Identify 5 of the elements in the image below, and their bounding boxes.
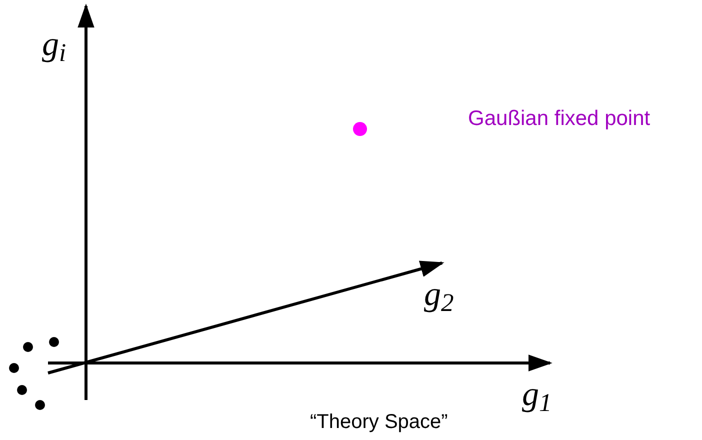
point-label: Gaußian fixed point <box>468 108 650 129</box>
axis-label: g$_{1}$ <box>522 378 552 412</box>
axis-label: g$_{i}$ <box>42 28 66 62</box>
caption-text: “Theory Space” <box>310 412 448 432</box>
axis-label: g$_{2}$ <box>424 278 454 312</box>
